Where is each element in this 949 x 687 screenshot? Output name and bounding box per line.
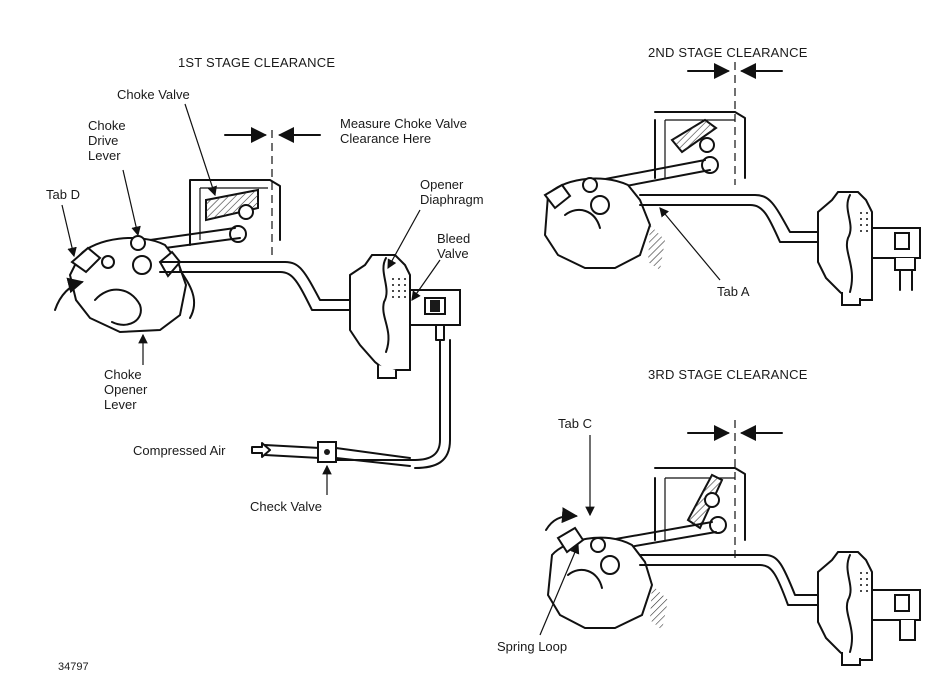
stage1-air-tube <box>329 324 451 469</box>
stage1-leaders <box>61 103 441 495</box>
stage1-drawing <box>54 127 461 469</box>
stage1-choke-valve-plate <box>205 188 259 243</box>
stage1-check-valve <box>264 441 411 467</box>
stage1-linkage-rod <box>159 261 386 311</box>
stage1-lever-assembly <box>68 235 196 334</box>
opener-diaphragm-label-1: Opener <box>420 177 464 192</box>
stage1-title: 1ST STAGE CLEARANCE <box>178 55 335 70</box>
opener-diaphragm-label-2: Diaphragm <box>420 192 484 207</box>
choke-opener-lever-label-1: Choke <box>104 367 142 382</box>
tab-c-label: Tab C <box>558 416 592 431</box>
bleed-valve-label-1: Bleed <box>437 231 470 246</box>
spring-loop-label: Spring Loop <box>497 639 567 654</box>
measure-note-line-2: Clearance Here <box>340 131 431 146</box>
check-valve-label: Check Valve <box>250 499 322 514</box>
tab-a-label: Tab A <box>717 284 750 299</box>
choke-drive-lever-label-3: Lever <box>88 148 121 163</box>
bleed-valve-label-2: Valve <box>437 246 469 261</box>
choke-opener-lever-label-3: Lever <box>104 397 137 412</box>
stage1-opener-diaphragm-housing <box>349 254 461 379</box>
choke-drive-lever-label-1: Choke <box>88 118 126 133</box>
compressed-air-label: Compressed Air <box>133 443 226 458</box>
spring-loop-leader <box>539 543 580 636</box>
measure-note-line-1: Measure Choke Valve <box>340 116 467 131</box>
stage1-rotation-arrow <box>54 277 84 311</box>
figure-number: 34797 <box>58 661 89 673</box>
choke-drive-lever-label-2: Drive <box>88 133 118 148</box>
stage3-drawing <box>545 420 921 666</box>
choke-opener-lever-label-2: Opener <box>104 382 148 397</box>
choke-valve-label: Choke Valve <box>117 87 190 102</box>
stage2-drawing <box>543 62 921 306</box>
stage2-title: 2ND STAGE CLEARANCE <box>648 45 808 60</box>
tab-d-label: Tab D <box>46 187 80 202</box>
stage1-air-arrow <box>251 442 271 458</box>
tab-a-leader <box>659 207 721 281</box>
stage3-title: 3RD STAGE CLEARANCE <box>648 367 808 382</box>
